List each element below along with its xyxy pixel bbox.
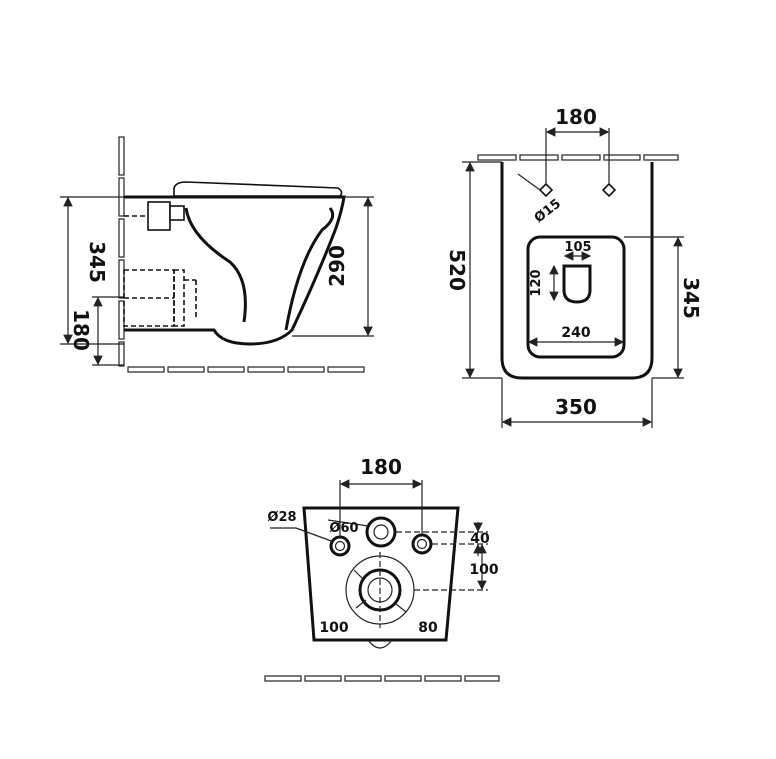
back-bolt-hole-right: [411, 533, 433, 555]
top-view: 180 Ø15 520 105 120 240 345 350: [445, 105, 703, 428]
inlet-fitting: [147, 201, 171, 231]
bowl-opening: [526, 235, 626, 359]
back-inlet: [365, 516, 397, 548]
top-body: [500, 162, 654, 380]
dim-top-bolt-hole: Ø15: [532, 196, 564, 226]
side-wall: [118, 136, 125, 367]
dim-back-inlet: Ø60: [329, 521, 358, 536]
dim-back-right: 80: [418, 620, 438, 636]
dim-top-bolt-spacing: 180: [555, 105, 597, 129]
dim-top-opening-height: 120: [529, 269, 544, 296]
dim-side-height-total: 345: [85, 241, 109, 283]
back-view: 180 Ø28 Ø60 40 100 100 80: [264, 455, 500, 682]
top-wall: [477, 154, 679, 161]
dim-back-left: 100: [319, 620, 348, 636]
dim-back-offset-outlet: 100: [469, 562, 498, 578]
dim-top-opening-width: 105: [564, 240, 591, 255]
bowl-inner: [184, 207, 247, 323]
back-bolt-hole-left: [329, 535, 351, 557]
dim-side-height-bottom: 180: [69, 309, 93, 351]
side-view: 345 180 290: [60, 136, 374, 373]
dim-back-offset-top: 40: [470, 531, 490, 547]
bowl-body: [124, 195, 346, 346]
back-floor: [264, 675, 500, 682]
dim-top-bowl-length: 345: [679, 277, 703, 319]
bolt-hole-left: [538, 182, 554, 198]
seat-lid: [173, 181, 343, 197]
dim-back-bolt-spacing: 180: [360, 455, 402, 479]
back-body: [302, 506, 460, 642]
dim-top-width: 350: [555, 395, 597, 419]
dim-back-bolt-hole: Ø28: [267, 510, 296, 525]
dim-side-height-bowl: 290: [325, 245, 349, 287]
dim-top-opening-bottom: 240: [561, 325, 590, 341]
dim-top-total-length: 520: [445, 249, 469, 291]
bolt-hole-right: [601, 182, 617, 198]
side-floor: [127, 366, 365, 373]
